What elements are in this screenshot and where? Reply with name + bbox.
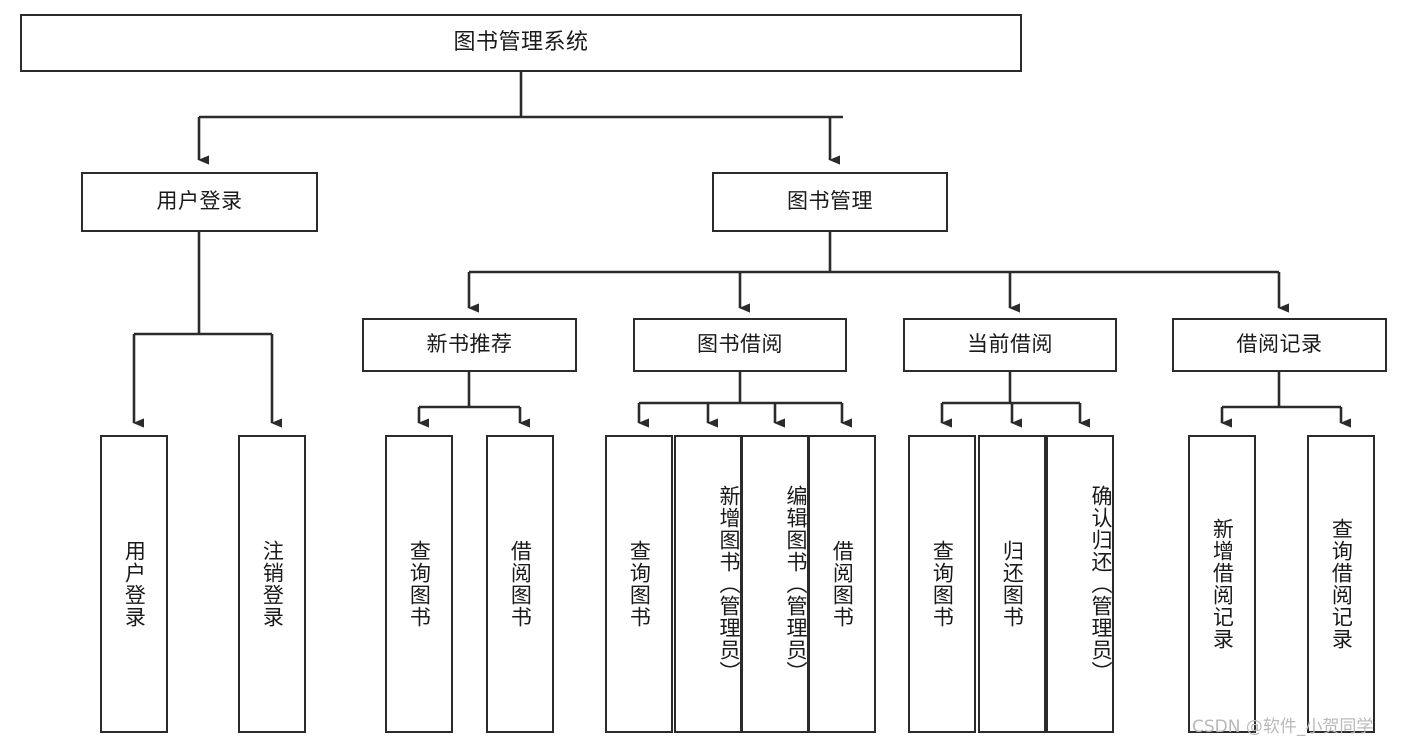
leaf-query-borrow-record[interactable]: 查询借阅记录 — [1307, 435, 1375, 733]
leaf-borrow-book-recommend[interactable]: 借阅图书 — [486, 435, 554, 733]
node-book-borrow[interactable]: 图书借阅 — [633, 318, 847, 372]
leaf-query-book-current[interactable]: 查询图书 — [908, 435, 976, 733]
node-current-borrow[interactable]: 当前借阅 — [903, 318, 1117, 372]
node-borrow-record[interactable]: 借阅记录 — [1172, 318, 1387, 372]
node-user-login[interactable]: 用户登录 — [81, 172, 318, 232]
leaf-edit-book-admin[interactable]: 编辑图书（管理员） — [741, 435, 809, 733]
leaf-logout[interactable]: 注销登录 — [238, 435, 306, 733]
leaf-return-book[interactable]: 归还图书 — [978, 435, 1046, 733]
leaf-user-login[interactable]: 用户登录 — [100, 435, 168, 733]
leaf-borrow-book[interactable]: 借阅图书 — [808, 435, 876, 733]
leaf-query-book-recommend[interactable]: 查询图书 — [385, 435, 453, 733]
leaf-query-book-borrow[interactable]: 查询图书 — [605, 435, 673, 733]
leaf-add-book-admin[interactable]: 新增图书（管理员） — [674, 435, 742, 733]
leaf-confirm-return-admin[interactable]: 确认归还（管理员） — [1046, 435, 1114, 733]
leaf-add-borrow-record[interactable]: 新增借阅记录 — [1188, 435, 1256, 733]
node-new-book-recommend[interactable]: 新书推荐 — [362, 318, 577, 372]
node-book-management[interactable]: 图书管理 — [712, 172, 948, 232]
node-root-system[interactable]: 图书管理系统 — [20, 14, 1022, 72]
